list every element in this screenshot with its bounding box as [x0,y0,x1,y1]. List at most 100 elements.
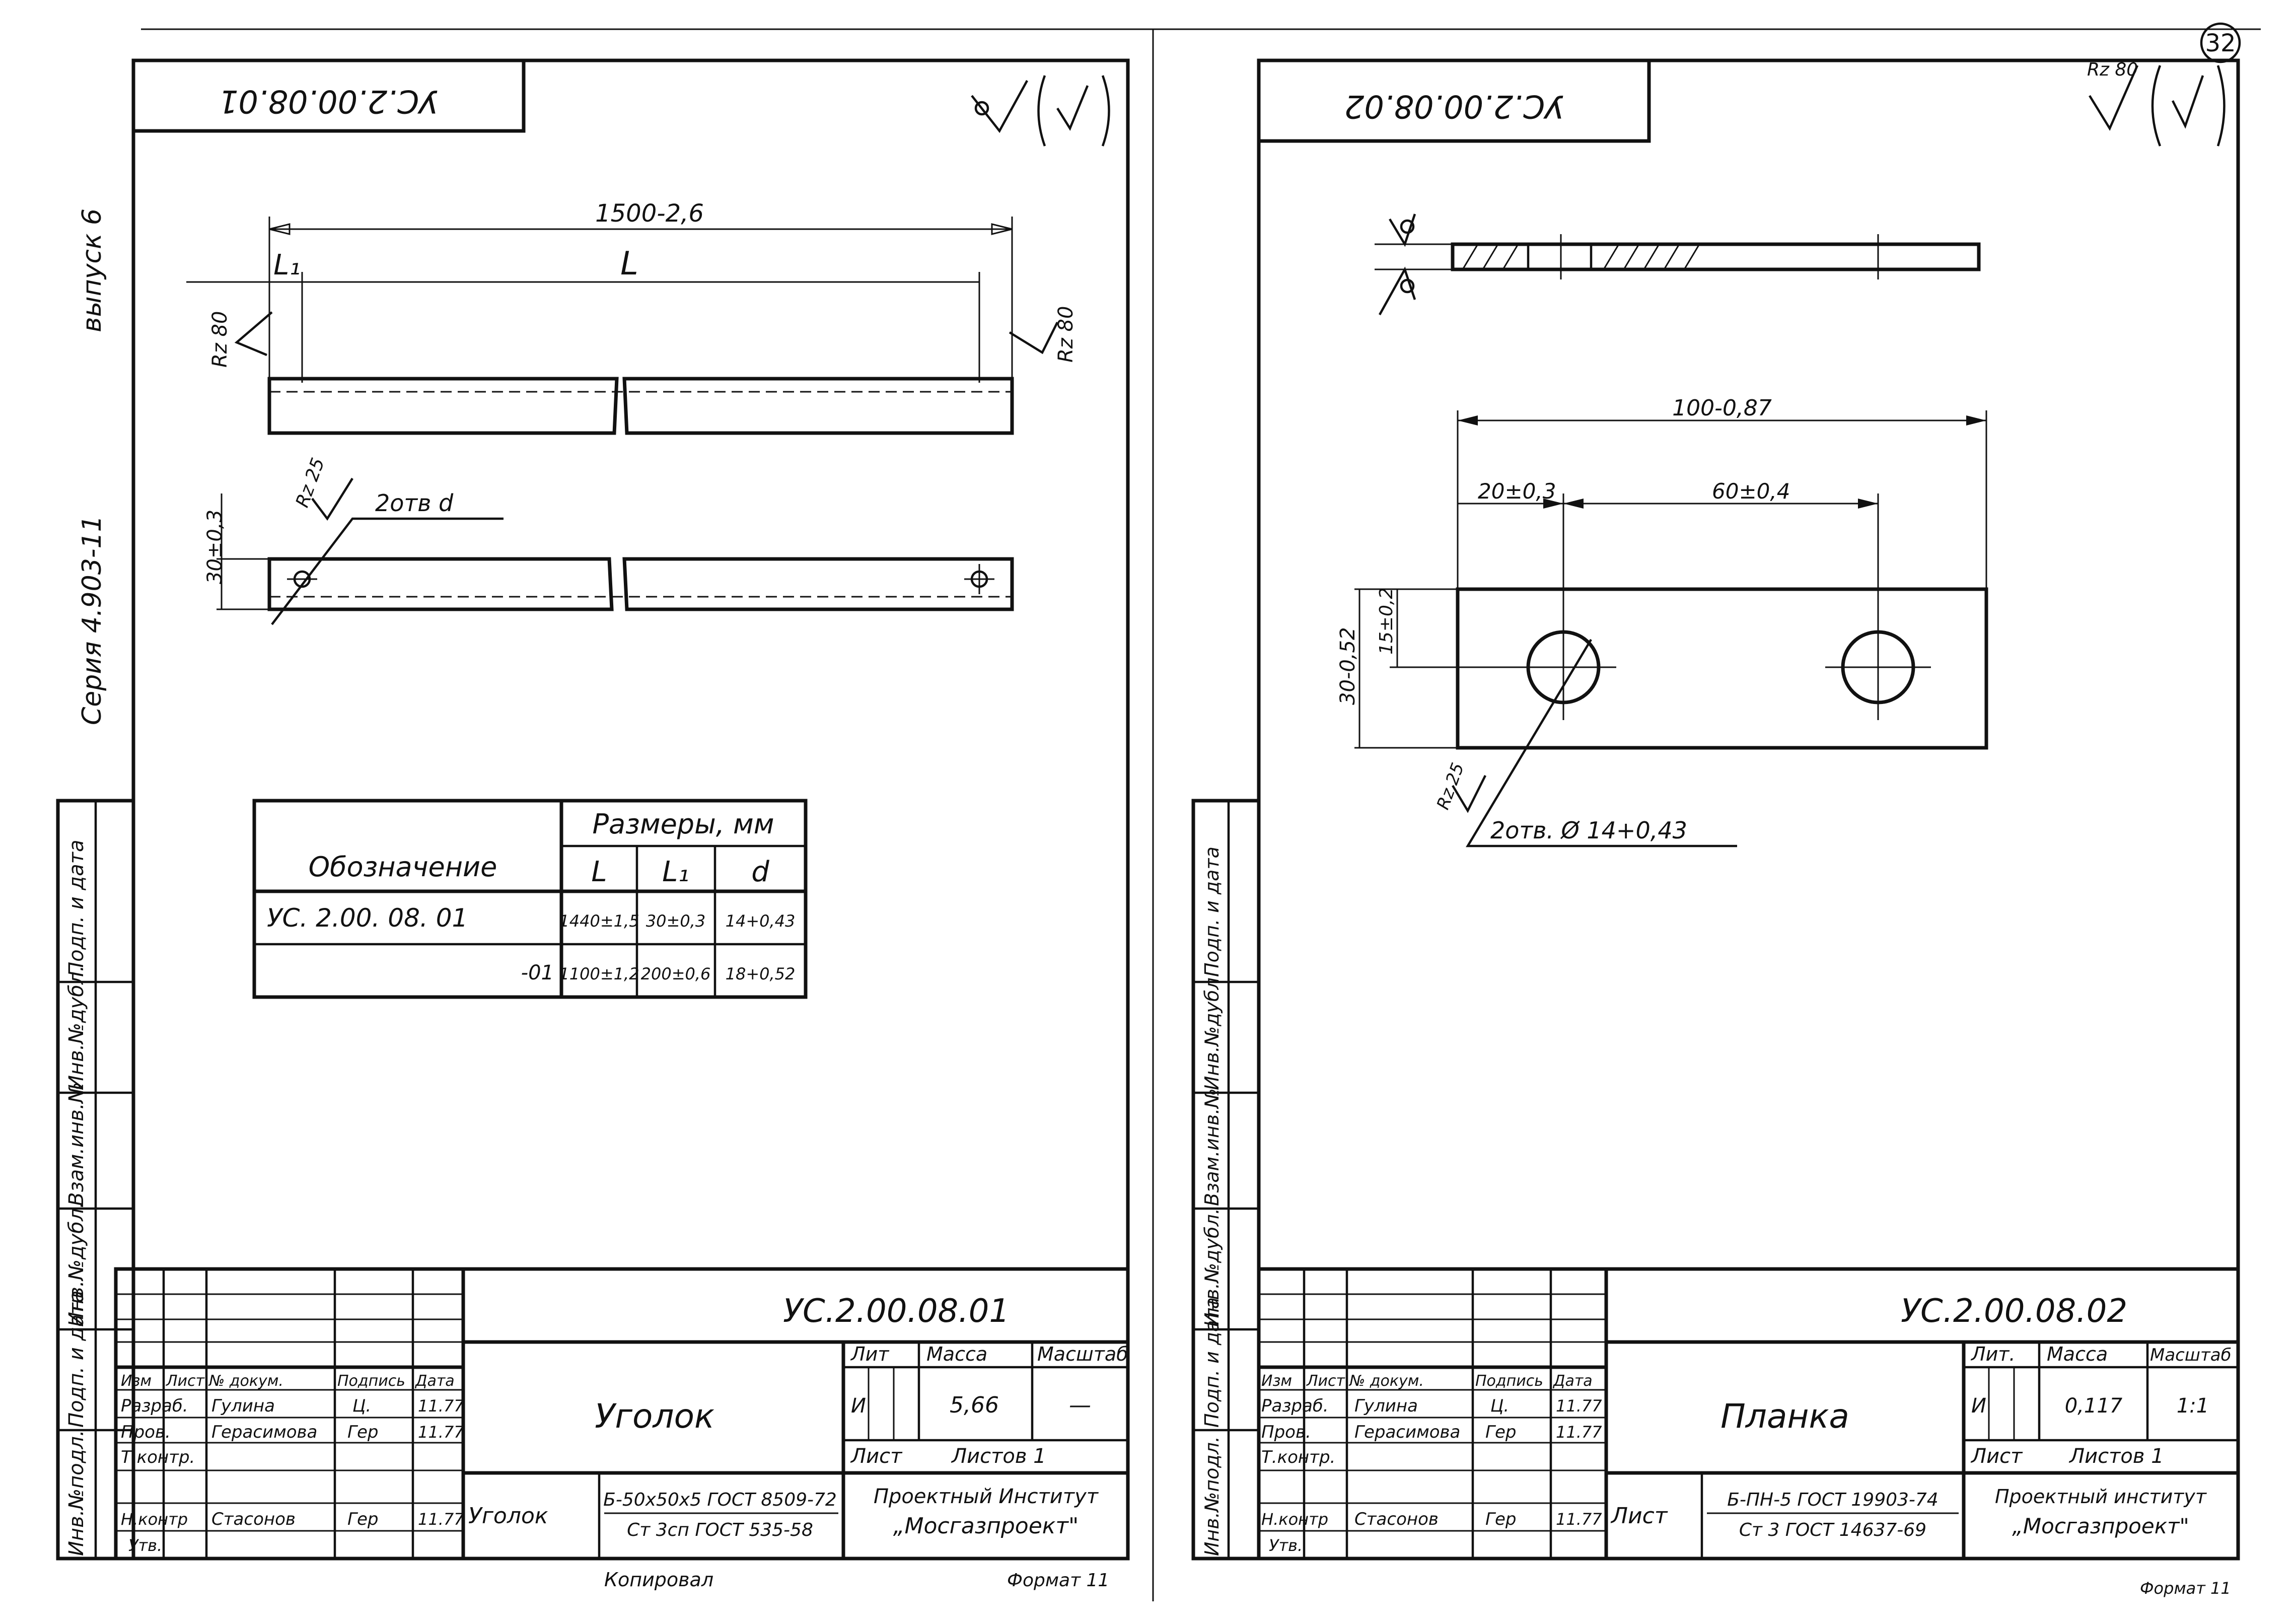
table-row1-d: 14+0,43 [726,911,796,931]
plate-side-section [1375,214,1981,316]
strip-label-invdubl2: Инв.№дубл. [65,1202,88,1327]
roughness-symbol-icon [971,75,1110,147]
tb-left-col-list: Лист [166,1372,205,1390]
left-code-box [131,58,526,133]
plate-length-dim: 100-0,87 [1672,395,1772,421]
tb-right-name-nkontr: Стасонов [1354,1509,1439,1529]
left-rotated-code: УС.2.00.08.01 [219,83,438,120]
tb-left-role-utv: Утв. [128,1536,162,1555]
tb-right-col-list: Лист [1306,1372,1346,1390]
strip-label-podp1: Подп. и дата [65,840,88,977]
tb-right-sign-nkontr: Гер [1485,1509,1516,1529]
tb-right-date-razrab: 11.77 [1556,1396,1602,1416]
tb-left-designation: УС.2.00.08.01 [783,1293,1010,1330]
tb-left-sign-nkontr: Гер [347,1509,378,1529]
strip-label-invdubl: Инв.№дубл. [65,965,88,1090]
right-code-box [1257,58,1651,143]
tb-left-col-date: Дата [414,1372,455,1390]
rstrip-label-podp1: Подп. и дата [1201,846,1223,977]
strip-label-podp2: Подп. и дата [65,1291,88,1428]
tb-left-date-prov: 11.77 [418,1423,464,1442]
tb-right-col-sign: Подпись [1475,1372,1543,1390]
tb-right-role-tkontr: Т.контр. [1261,1447,1335,1467]
tb-left-mass: 5,66 [950,1392,999,1418]
tb-left-date-nkontr: 11.77 [418,1510,464,1529]
table-header-sizes: Размеры, мм [592,808,774,840]
tb-right-institute2: „Мосгазпроект" [2012,1514,2189,1538]
tb-left-institute2: „Мосгазпроект" [893,1513,1079,1539]
table-header-designation: Обозначение [309,851,497,883]
strip-label-vzam: Взам.инв.№ [65,1082,88,1206]
tb-left-sheet-h: Лист [850,1445,903,1468]
tb-right-lit-h: Лит. [1970,1343,2016,1365]
tb-right-col-izm: Изм [1261,1372,1292,1390]
tb-left-role-razrab: Разраб. [121,1396,188,1416]
tb-left-lit-value: И [851,1394,866,1418]
hole1-pos-dim: 20±0,3 [1478,479,1556,504]
section-hatching [1462,244,1700,270]
tb-right-role-utv: Утв. [1269,1536,1303,1555]
right-sheet-frame [1257,58,2240,1561]
vypusk-label: выпуск 6 [77,208,107,332]
tb-left-col-sign: Подпись [337,1372,405,1390]
page-number-circle [2200,22,2241,63]
tb-right-scale: 1:1 [2177,1394,2209,1418]
table-row1-name: УС. 2.00. 08. 01 [267,903,468,933]
tb-right-date-nkontr: 11.77 [1556,1510,1602,1529]
rstrip-label-invdubl2: Инв.№дубл. [1201,1208,1223,1327]
tb-right-mass: 0,117 [2065,1394,2123,1418]
tb-right-role-razrab: Разраб. [1261,1396,1329,1416]
rstrip-label-podp2: Подп. и дата [1201,1297,1223,1428]
strip-label-invpodl: Инв.№подл. [65,1430,88,1556]
tb-right-col-doc: № докум. [1348,1372,1424,1390]
tb-right-role-prov: Пров. [1261,1422,1311,1442]
tb-right-scale-h: Масштаб [2150,1345,2232,1365]
page-number: 32 [2205,29,2236,57]
tb-left-institute1: Проектный Институт [874,1485,1099,1508]
tb-right-mass-h: Масса [2047,1343,2108,1365]
tb-right-name-razrab: Гулина [1354,1396,1418,1416]
table-row1-L: 1440±1,5 [559,911,639,931]
rstrip-label-vzam: Взам.инв.№ [1201,1088,1223,1206]
tb-right-institute1: Проектный институт [1995,1486,2207,1508]
height-dim-left: 30±0,3 [203,510,227,584]
tb-right-date-prov: 11.77 [1556,1423,1602,1442]
tb-right-col-date: Дата [1552,1372,1593,1390]
tb-right-lit-value: И [1971,1394,1986,1418]
dimensions-table: Обозначение Размеры, мм L L₁ d УС. 2.00.… [252,799,808,999]
tb-left-scale-h: Масштаб [1037,1343,1128,1365]
tb-left-mass-h: Масса [926,1343,987,1365]
table-row2-L: 1100±1,2 [559,964,639,983]
roughness-right: Rz 80 [1054,306,1078,363]
tb-left-material2: Ст 3сп ГОСТ 535-58 [627,1520,813,1540]
hole-center-dim: 15±0,2 [1376,588,1397,655]
rstrip-label-invpodl: Инв.№подл. [1201,1436,1223,1556]
tb-left-role-tkontr: Т.контр. [121,1447,195,1467]
tb-left-date-razrab: 11.77 [418,1396,464,1416]
tb-left-scale: — [1069,1392,1091,1418]
tb-left-sheets-h: Листов 1 [951,1445,1046,1468]
angle-front-view: 1500-2,6 L₁ L Rz 80 Rz 80 [186,199,1078,435]
tb-left-name-razrab: Гулина [211,1396,275,1416]
table-row1-L1: 30±0,3 [646,911,705,931]
tb-right-sign-razrab: Ц. [1490,1396,1509,1416]
hole-spacing-dim: 60±0,4 [1712,479,1790,504]
tb-right-sign-prov: Гер [1485,1422,1516,1442]
tb-left-lit-h: Лит [850,1343,890,1365]
left-title-block: Изм Лист № докум. Подпись Дата Разраб. Г… [114,1267,1130,1561]
rstrip-label-invdubl: Инв.№дубл. [1201,971,1223,1090]
holes-note-left: 2отв d [375,489,454,517]
right-format-label: Формат 11 [2140,1579,2231,1598]
right-title-block: Изм Лист № докум. Подпись Дата Разраб. Г… [1257,1267,2240,1561]
plate-plan-view: 100-0,87 20±0,3 60±0,4 30-0,52 15±0,2 Rz… [1336,395,1988,848]
tb-left-material1: Б-50х50х5 ГОСТ 8509-72 [603,1490,837,1510]
tb-right-sheet-h: Лист [1970,1445,2023,1468]
left-copied-label: Копировал [604,1569,713,1591]
table-sub-d: d [751,856,769,888]
plate-height-dim: 30-0,52 [1336,627,1359,705]
left-format-label: Формат 11 [1007,1570,1109,1591]
table-sub-L: L [591,856,607,888]
tb-right-material-label: Лист [1610,1503,1668,1529]
tb-left-role-nkontr: Н.контр [121,1510,188,1529]
tb-left-role-prov: Пров. [121,1422,171,1442]
